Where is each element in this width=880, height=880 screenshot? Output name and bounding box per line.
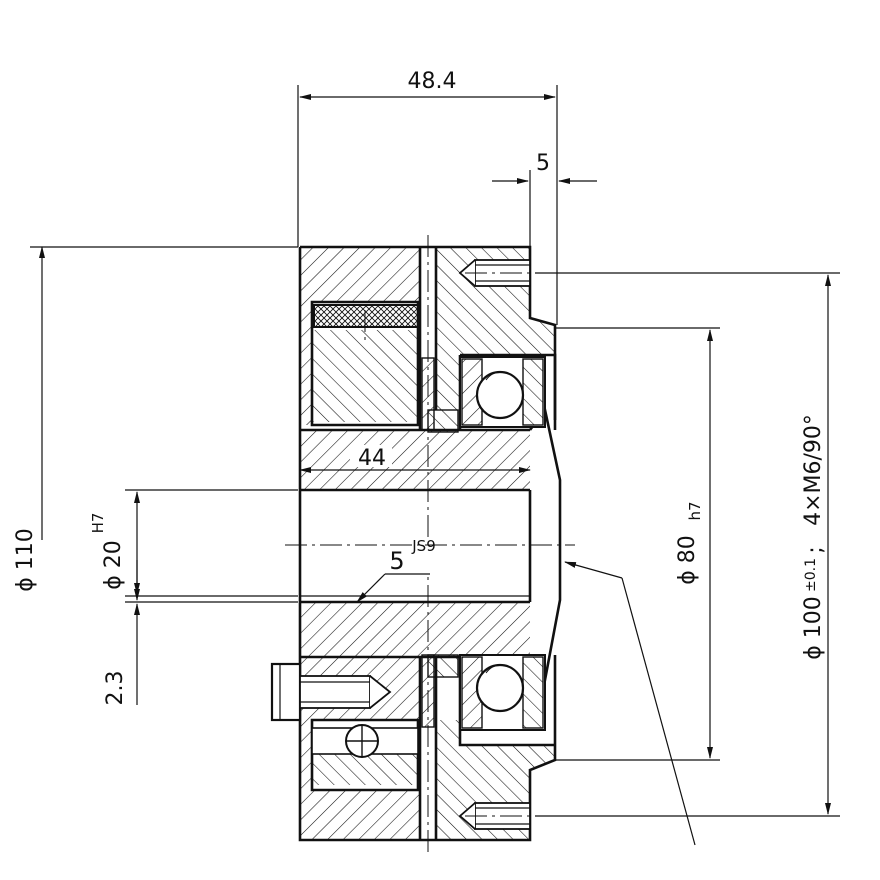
- upper-circlip: [427, 409, 459, 433]
- lower-hub-section: [300, 602, 530, 840]
- lower-circlip: [427, 654, 459, 678]
- dim-pilot-tolerance: h7: [686, 501, 704, 520]
- leader-line: [621, 577, 696, 846]
- dim-keyway-width: 5 JS9: [356, 537, 442, 603]
- dim-keyway-depth: 2.3: [103, 671, 128, 706]
- dim-80: ϕ 80 h7: [555, 327, 720, 761]
- dim-separator: ;: [803, 546, 828, 553]
- upper-flange-section: [436, 247, 555, 410]
- dim-bolt-circle-tolerance: ±0.1: [803, 558, 819, 592]
- dim-5-top: 5: [492, 151, 597, 247]
- leader-arrow: [564, 561, 623, 579]
- dim-pilot-diameter: ϕ 80: [675, 535, 700, 585]
- dim-2-3: 2.3: [103, 560, 298, 706]
- dim-outer-diameter: ϕ 110: [13, 528, 38, 592]
- dim-bore-tolerance: H7: [89, 513, 107, 534]
- dim-bolt-circle: ϕ 100: [801, 596, 826, 660]
- dim-44: 44: [299, 445, 531, 473]
- dim-keyway-width-value: 5: [389, 547, 404, 575]
- upper-hub-section: [300, 247, 530, 490]
- upper-bearing: [459, 356, 546, 428]
- dim-20: ϕ 20 H7: [89, 489, 298, 603]
- dim-48-4: 48.4: [297, 69, 558, 325]
- set-screw: [270, 662, 392, 722]
- dim-flange-offset: 5: [536, 151, 550, 176]
- dim-bolt-spec: 4×M6/90°: [801, 414, 826, 526]
- dim-keyway-tolerance: JS9: [411, 537, 436, 555]
- dim-bore-length: 44: [358, 446, 386, 471]
- friction-lining: [313, 304, 419, 328]
- dim-110: ϕ 110: [13, 246, 298, 592]
- spring-plunger: [311, 724, 419, 758]
- dim-overall-width: 48.4: [408, 69, 457, 94]
- lower-bearing: [459, 654, 546, 731]
- dim-bore-diameter: ϕ 20: [101, 540, 126, 590]
